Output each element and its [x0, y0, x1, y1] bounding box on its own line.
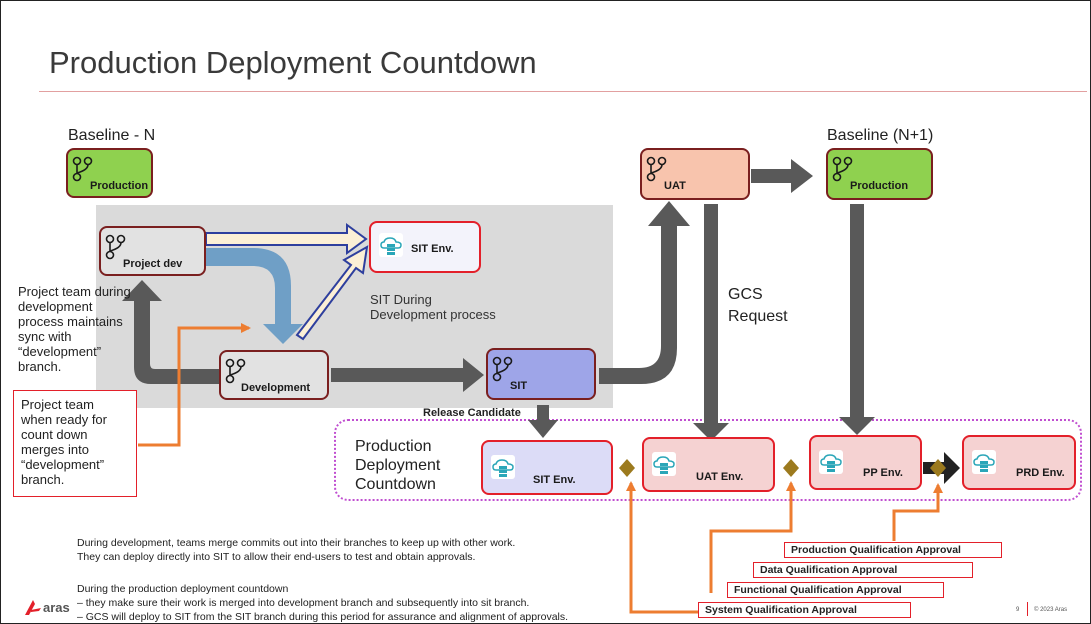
cloud-server-icon	[652, 452, 676, 476]
cloud-server-icon	[379, 233, 403, 257]
sit-env-top: SIT Env.	[369, 221, 481, 273]
baseline-n-label: Baseline - N	[68, 127, 156, 144]
development-branch: Development	[219, 350, 329, 400]
git-branch-icon	[646, 156, 667, 182]
project-dev-branch: Project dev	[99, 226, 206, 276]
body-text-2: During the production deployment countdo…	[77, 582, 569, 623]
side-note: Project team during development process …	[18, 284, 131, 374]
side-note-line: branch.	[18, 359, 62, 374]
title-divider	[39, 91, 1087, 92]
project-dev-label: Project dev	[123, 258, 183, 270]
prd-env-label: PRD Env.	[1016, 467, 1065, 479]
countdown-label: Production Deployment Countdown	[355, 437, 440, 494]
git-branch-icon	[832, 156, 853, 182]
side-note-line: Project team during	[18, 284, 131, 299]
aras-logo-mark	[25, 600, 41, 615]
boxed-note-line: count down	[21, 427, 88, 442]
uat-env-label: UAT Env.	[696, 471, 744, 483]
arrow-projectdev-to-sitenv	[205, 223, 368, 255]
arrow-uat-to-uatenv	[693, 204, 729, 441]
prd-env: PRD Env.	[962, 435, 1076, 490]
side-note-line: “development”	[18, 344, 102, 359]
side-note-line: development	[18, 299, 93, 314]
body-text-1: During development, teams merge commits …	[77, 536, 515, 564]
uat-env: UAT Env.	[642, 437, 775, 492]
orange-connector-system	[626, 481, 698, 614]
arrow-projectdev-to-development	[206, 248, 303, 344]
side-note-line: process maintains	[18, 314, 123, 329]
sit-branch: SIT	[486, 348, 596, 400]
gcs-label-line1: GCS	[728, 286, 763, 303]
sit-env: SIT Env.	[481, 440, 613, 495]
boxed-note-line: “development”	[21, 457, 105, 472]
boxed-note-line: merges into	[21, 442, 89, 457]
development-label: Development	[241, 382, 311, 394]
arrow-development-to-projectdev	[122, 280, 219, 384]
production-right-label: Production	[850, 180, 909, 192]
production-branch-right: Production	[826, 148, 933, 200]
sit-env-label: SIT Env.	[533, 474, 576, 486]
countdown-line: Countdown	[355, 476, 436, 493]
production-left-label: Production	[90, 180, 149, 192]
copyright: © 2023 Aras	[1034, 607, 1068, 613]
boxed-note-line: branch.	[21, 472, 65, 487]
boxed-note-line: Project team	[21, 397, 94, 412]
body-line: During development, teams merge commits …	[77, 537, 516, 549]
system-qualification-approval: System Qualification Approval	[698, 602, 911, 618]
arrow-development-to-sitenv	[295, 245, 369, 341]
diamond-pp-prd	[930, 459, 946, 477]
git-branch-icon	[492, 356, 513, 382]
page-number: 9	[1016, 607, 1020, 613]
side-note-line: sync with	[18, 329, 72, 344]
arrow-sit-to-sitenv	[528, 405, 558, 438]
production-qualification-approval: Production Qualification Approval	[784, 542, 1002, 558]
cloud-server-icon	[491, 455, 515, 479]
countdown-line: Deployment	[355, 457, 441, 474]
boxed-note-line: when ready for	[21, 412, 107, 427]
production-branch-left: Production	[66, 148, 153, 198]
sit-during-line1: SIT During	[370, 292, 432, 307]
sit-env-top-label: SIT Env.	[411, 243, 454, 255]
pp-env: PP Env.	[809, 435, 922, 490]
uat-branch: UAT	[640, 148, 750, 200]
aras-logo-text: aras	[43, 600, 70, 615]
body-line: – they make sure their work is merged in…	[77, 597, 530, 609]
functional-qualification-approval: Functional Qualification Approval	[727, 582, 944, 598]
gcs-label-line2: Request	[728, 308, 788, 325]
cloud-server-icon	[972, 450, 996, 474]
orange-connector-functional	[709, 481, 796, 593]
diamond-sit-uat	[619, 459, 635, 477]
orange-connector-production	[892, 483, 943, 541]
arrow-uat-to-production	[751, 159, 813, 193]
footer-divider	[1027, 602, 1028, 616]
cloud-server-icon	[819, 450, 843, 474]
orange-connector-note	[138, 323, 251, 447]
uat-branch-label: UAT	[664, 180, 686, 192]
boxed-note: Project team when ready for count down m…	[13, 390, 137, 497]
body-line: They can deploy directly into SIT to all…	[77, 551, 476, 563]
sit-branch-label: SIT	[510, 380, 528, 392]
git-branch-icon	[72, 156, 93, 182]
sit-during-line2: Development process	[370, 307, 496, 322]
pp-env-label: PP Env.	[863, 467, 903, 479]
aras-logo: aras	[23, 598, 83, 618]
diamond-uat-pp	[783, 459, 799, 477]
body-line: – GCS will deploy to SIT from the SIT br…	[77, 611, 569, 623]
page-title: Production Deployment Countdown	[49, 45, 537, 80]
countdown-line: Production	[355, 438, 432, 455]
data-qualification-approval: Data Qualification Approval	[753, 562, 973, 578]
body-line: During the production deployment countdo…	[77, 583, 289, 595]
arrow-production-to-ppenv	[839, 204, 875, 435]
git-branch-icon	[225, 358, 246, 384]
arrow-sit-to-uat	[599, 201, 690, 384]
baseline-n1-label: Baseline (N+1)	[827, 127, 934, 144]
release-candidate-label: Release Candidate	[423, 407, 521, 419]
git-branch-icon	[105, 234, 126, 260]
arrow-development-to-sit	[331, 358, 484, 392]
